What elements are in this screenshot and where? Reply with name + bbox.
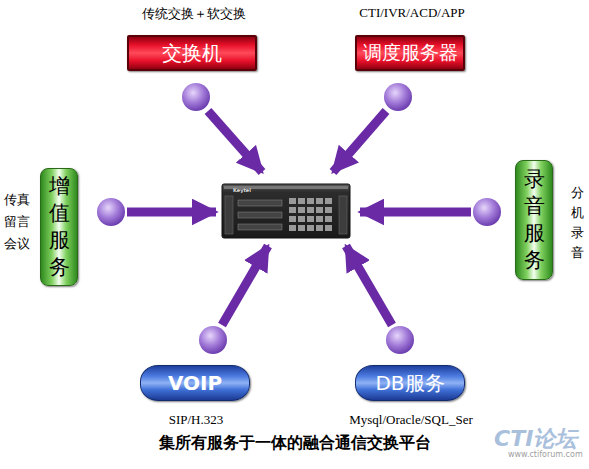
- service-bar: 录音服务分机录音: [515, 160, 553, 280]
- service-name: 录音服务: [516, 161, 552, 279]
- device-slot: [238, 224, 282, 230]
- service-pill: DB服务Mysql/Oracle/SQL_Ser: [355, 365, 465, 401]
- watermark-url: www.ctiforum.com: [508, 450, 583, 459]
- service-note: SIP/H.323: [111, 412, 281, 428]
- bubble: [97, 198, 125, 226]
- service-bar: 传真 留言 会议增值服务: [40, 168, 78, 286]
- arrow: [222, 246, 268, 325]
- service-name: 调度服务器: [357, 37, 463, 69]
- bubble: [199, 326, 227, 354]
- arrow: [346, 246, 392, 325]
- bubble: [473, 198, 501, 226]
- brand-logo: Keytel: [233, 187, 251, 193]
- arrows: [127, 111, 471, 325]
- switch-device: [222, 184, 350, 238]
- bubbles: [97, 83, 501, 354]
- service-note: Mysql/Oracle/SQL_Ser: [316, 412, 506, 428]
- service-note: 分机录音: [571, 183, 586, 263]
- service-box: 传统交换＋软交换交换机: [127, 35, 257, 71]
- arrow: [360, 208, 471, 217]
- bubble: [386, 326, 414, 354]
- device-handle: [225, 196, 233, 234]
- service-pill: VOIPSIP/H.323: [140, 365, 250, 401]
- caption: 集所有服务于一体的融合通信交换平台: [100, 433, 490, 454]
- arrow: [127, 208, 216, 217]
- service-name: VOIP: [141, 366, 249, 400]
- service-box: CTI/IVR/ACD/APP调度服务器: [355, 35, 465, 71]
- device-slot: [238, 212, 282, 218]
- arrow: [208, 111, 262, 172]
- service-note: CTI/IVR/ACD/APP: [317, 5, 507, 21]
- arrow: [333, 111, 386, 172]
- service-name: DB服务: [356, 366, 464, 400]
- device-chassis: [222, 184, 350, 238]
- service-note: 传真 留言 会议: [4, 189, 34, 255]
- device-handle: [339, 196, 347, 234]
- bubble: [182, 83, 210, 111]
- service-note: 传统交换＋软交换: [89, 5, 299, 23]
- watermark: CTI论坛: [494, 424, 577, 454]
- service-name: 增值服务: [41, 169, 77, 285]
- service-name: 交换机: [129, 37, 255, 69]
- bubble: [384, 83, 412, 111]
- device-slot: [238, 200, 282, 206]
- device-ports: [289, 198, 332, 231]
